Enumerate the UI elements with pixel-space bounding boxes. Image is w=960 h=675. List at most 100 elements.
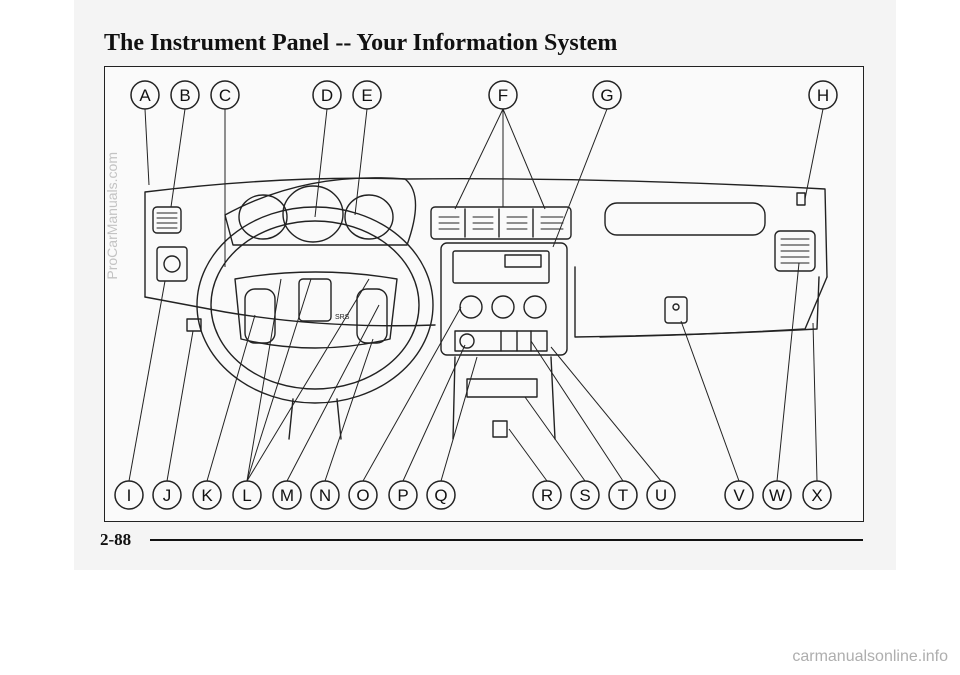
radio-display bbox=[504, 254, 542, 268]
cigarette-lighter bbox=[459, 333, 475, 349]
callout-j-circle bbox=[152, 480, 182, 510]
leader-x bbox=[812, 322, 818, 482]
leader-d bbox=[314, 108, 328, 218]
center-console bbox=[452, 356, 556, 440]
callout-x: X bbox=[811, 486, 822, 505]
callout-v-circle bbox=[724, 480, 754, 510]
leader-l bbox=[246, 278, 282, 482]
center-vent-slats bbox=[438, 216, 564, 230]
callout-s: S bbox=[579, 486, 590, 505]
callout-r: R bbox=[541, 486, 553, 505]
callout-l: L bbox=[242, 486, 251, 505]
leader-n bbox=[324, 338, 374, 482]
callout-w: W bbox=[769, 486, 785, 505]
headlamp-switch-panel bbox=[156, 246, 188, 282]
callout-d-circle bbox=[312, 80, 342, 110]
callout-f: F bbox=[498, 86, 508, 105]
callout-a: A bbox=[139, 86, 151, 105]
callout-m: M bbox=[280, 486, 294, 505]
callout-p-circle bbox=[388, 480, 418, 510]
callout-i: I bbox=[127, 486, 132, 505]
right-wheel-switch-pod bbox=[356, 288, 388, 344]
callout-i-circle bbox=[114, 480, 144, 510]
instrument-panel-drawing: SRS bbox=[114, 80, 838, 510]
center-stack bbox=[440, 242, 568, 356]
leader-i bbox=[128, 280, 166, 482]
steering-wheel-inner bbox=[210, 220, 420, 390]
callout-h-circle bbox=[808, 80, 838, 110]
callout-f-circle bbox=[488, 80, 518, 110]
callout-o: O bbox=[356, 486, 369, 505]
callout-u-circle bbox=[646, 480, 676, 510]
steering-wheel-hub bbox=[298, 278, 332, 322]
leader-l bbox=[246, 278, 370, 482]
tachometer-gauge bbox=[238, 194, 288, 240]
speedometer-gauge bbox=[282, 185, 344, 243]
leader-q bbox=[440, 356, 478, 482]
cluster-hood bbox=[224, 177, 417, 246]
fan-control-knob bbox=[459, 295, 483, 319]
side-watermark: ProCarManuals.com bbox=[104, 152, 120, 280]
glovebox-door bbox=[574, 266, 820, 338]
callout-k: K bbox=[201, 486, 213, 505]
callout-b: B bbox=[179, 86, 190, 105]
callout-g: G bbox=[600, 86, 613, 105]
callout-c-circle bbox=[210, 80, 240, 110]
leader-l bbox=[246, 278, 312, 482]
radio-unit bbox=[452, 250, 550, 284]
bottom-watermark: carmanualsonline.info bbox=[792, 648, 948, 665]
callout-n: N bbox=[319, 486, 331, 505]
leader-w bbox=[776, 262, 800, 482]
instrument-panel-figure: SRS bbox=[104, 66, 864, 522]
callout-n-circle bbox=[310, 480, 340, 510]
srs-label: SRS bbox=[335, 314, 350, 321]
callout-m-circle bbox=[272, 480, 302, 510]
glovebox-latch bbox=[664, 296, 688, 324]
horn-pad bbox=[234, 271, 398, 349]
right-vent-slats bbox=[780, 238, 810, 264]
callout-q: Q bbox=[434, 486, 447, 505]
callout-t-circle bbox=[608, 480, 638, 510]
lower-switch-dividers bbox=[500, 330, 532, 352]
callout-v: V bbox=[733, 486, 745, 505]
leader-v bbox=[680, 320, 740, 482]
left-air-vent bbox=[152, 206, 182, 234]
callout-w-circle bbox=[762, 480, 792, 510]
callout-c: C bbox=[219, 86, 231, 105]
callout-g-circle bbox=[592, 80, 622, 110]
leader-s bbox=[524, 396, 586, 482]
callout-x-circle bbox=[802, 480, 832, 510]
callout-o-circle bbox=[348, 480, 378, 510]
leader-f bbox=[454, 108, 504, 210]
callout-k-circle bbox=[192, 480, 222, 510]
footer-rule bbox=[150, 539, 863, 541]
headlamp-switch-knob bbox=[163, 255, 181, 273]
temperature-control-knob bbox=[523, 295, 547, 319]
callout-e-circle bbox=[352, 80, 382, 110]
dashboard-lower-edge bbox=[144, 276, 828, 338]
page-title: The Instrument Panel -- Your Information… bbox=[104, 30, 618, 56]
glovebox-lock bbox=[672, 303, 680, 311]
leader-r bbox=[508, 428, 548, 482]
leader-h bbox=[804, 108, 824, 200]
fuel-temp-gauge bbox=[344, 194, 394, 240]
callout-e: E bbox=[361, 86, 372, 105]
leader-e bbox=[354, 108, 368, 216]
center-air-vents bbox=[430, 206, 572, 240]
leader-b bbox=[170, 108, 186, 208]
callout-q-circle bbox=[426, 480, 456, 510]
callout-j: J bbox=[163, 486, 172, 505]
callout-h: H bbox=[817, 86, 829, 105]
leader-g bbox=[552, 108, 608, 248]
callout-s-circle bbox=[570, 480, 600, 510]
right-air-vent bbox=[774, 230, 816, 272]
callout-a-circle bbox=[130, 80, 160, 110]
callout-p: P bbox=[397, 486, 408, 505]
leader-f bbox=[502, 108, 546, 210]
callout-u: U bbox=[655, 486, 667, 505]
hood-release-lever bbox=[186, 318, 202, 332]
leader-a bbox=[144, 108, 150, 186]
callout-t: T bbox=[618, 486, 628, 505]
callout-l-circle bbox=[232, 480, 262, 510]
leader-t bbox=[530, 340, 624, 482]
